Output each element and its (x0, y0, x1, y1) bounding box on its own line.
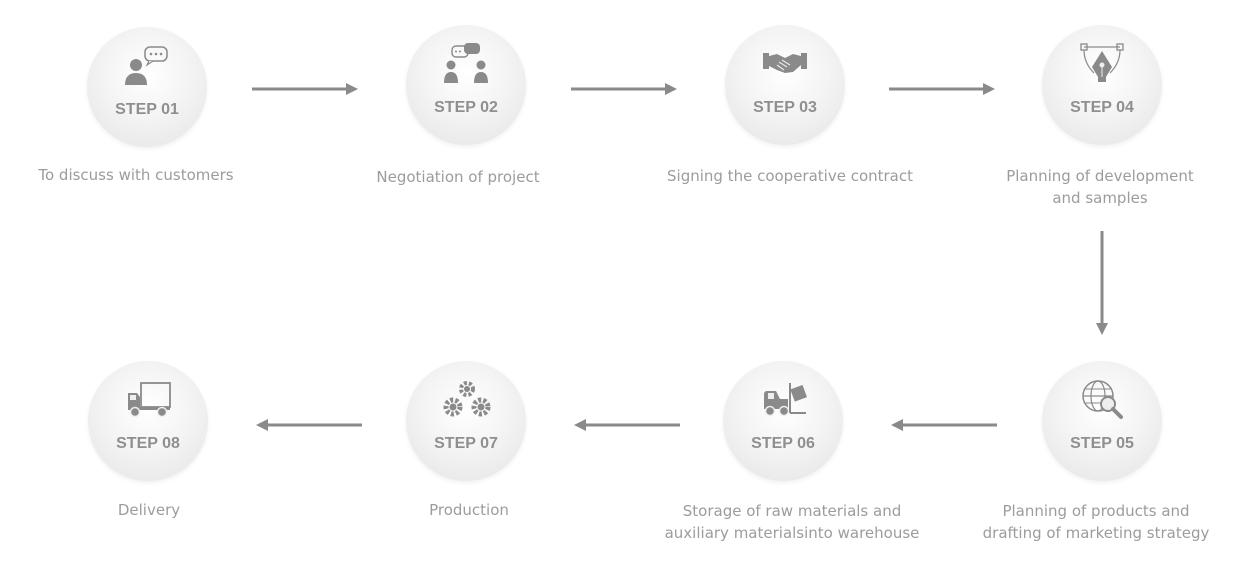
step-07-circle: STEP 07 (406, 361, 526, 481)
step-label: STEP 08 (116, 435, 180, 452)
step-label: STEP 07 (434, 435, 498, 452)
step-caption: Planning of products and drafting of mar… (982, 502, 1210, 542)
step-caption: Storage of raw materials and auxiliary m… (664, 502, 920, 542)
step-label: STEP 05 (1070, 435, 1134, 452)
step-04-circle: STEP 04 (1042, 25, 1162, 145)
step-label: STEP 03 (753, 99, 817, 116)
arrow-right (889, 83, 995, 95)
meeting-icon (444, 43, 488, 83)
truck-icon (128, 382, 171, 418)
arrow-right (571, 83, 677, 95)
step-caption: Production (429, 501, 509, 519)
arrow-down (1096, 231, 1108, 335)
step-02-circle: STEP 02 (406, 25, 526, 145)
gears-icon (443, 381, 491, 417)
step-05-circle: STEP 05 (1042, 361, 1162, 481)
handshake-icon (763, 53, 807, 73)
step-caption: To discuss with customers (38, 166, 234, 184)
globe-search-icon (1082, 380, 1123, 419)
step-caption: Planning of development and samples (1006, 167, 1194, 207)
step-08-circle: STEP 08 (88, 361, 208, 481)
step-01-circle: STEP 01 (87, 27, 207, 147)
person-chat-icon (125, 46, 168, 85)
step-label: STEP 01 (115, 101, 179, 118)
forklift-icon (764, 383, 807, 417)
arrow-left (574, 419, 680, 431)
step-caption: Signing the cooperative contract (667, 167, 913, 185)
arrow-right (252, 83, 358, 95)
step-label: STEP 02 (434, 99, 498, 116)
pen-nib-icon (1080, 43, 1124, 82)
step-label: STEP 06 (751, 435, 815, 452)
step-caption: Delivery (117, 501, 181, 519)
arrow-left (256, 419, 362, 431)
arrow-left (891, 419, 997, 431)
step-03-circle: STEP 03 (725, 25, 845, 145)
step-caption: Negotiation of project (376, 168, 540, 186)
step-label: STEP 04 (1070, 99, 1134, 116)
step-06-circle: STEP 06 (723, 361, 843, 481)
